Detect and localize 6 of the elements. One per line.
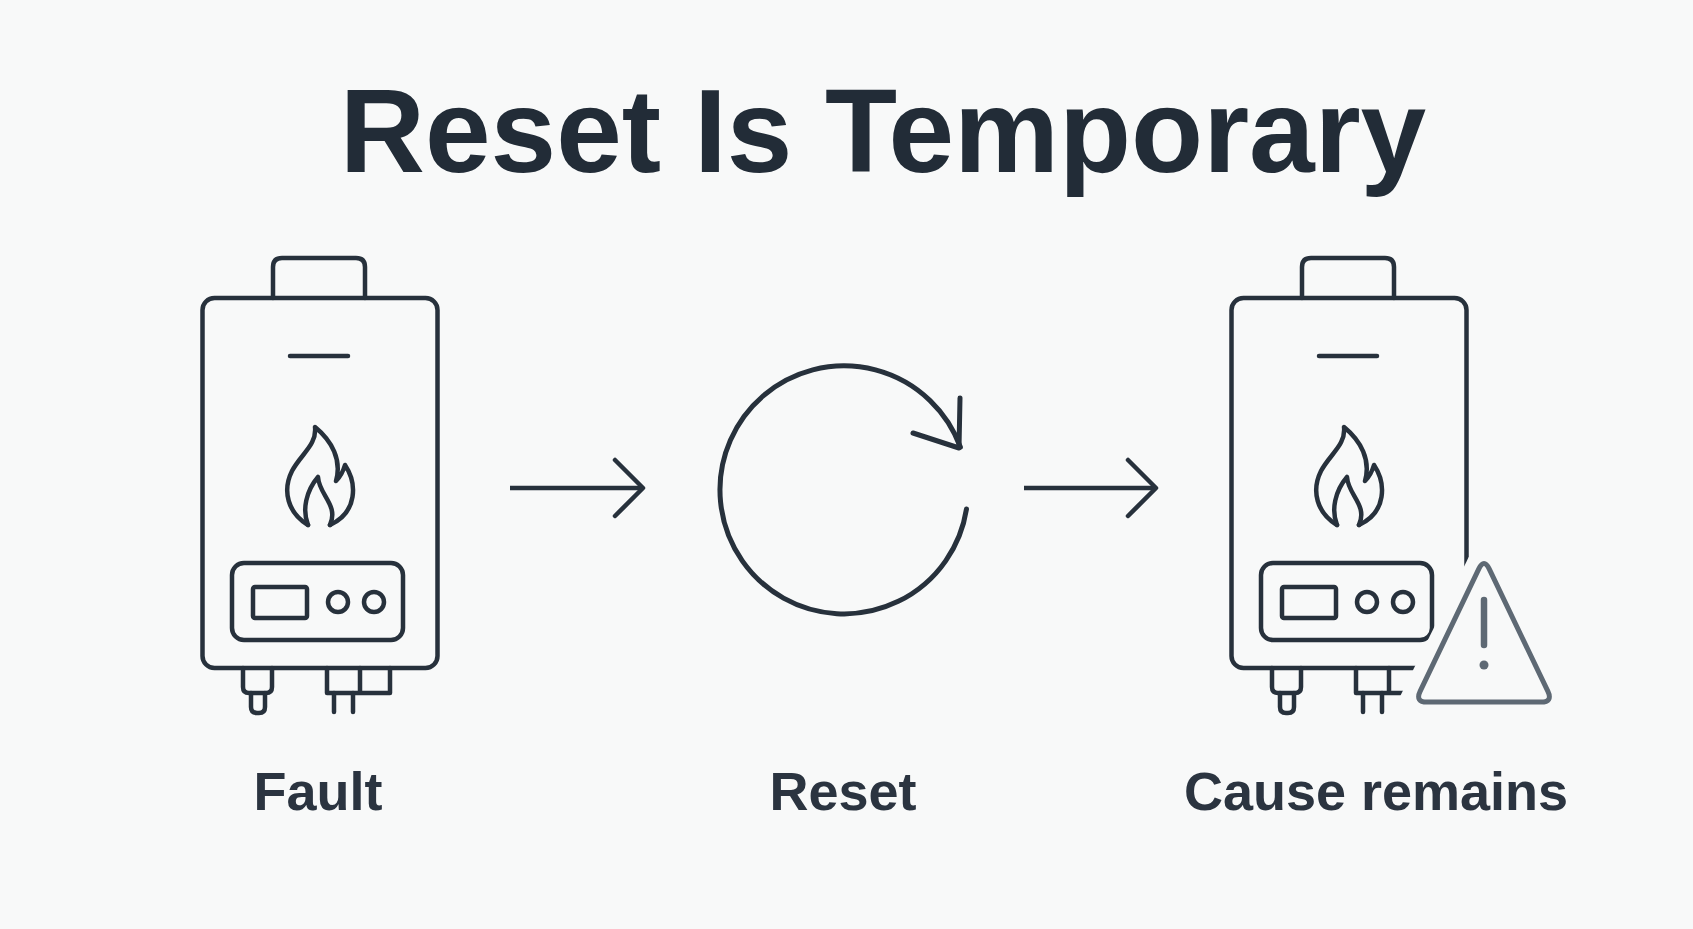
title: Reset Is Temporary <box>339 64 1427 199</box>
node-label: Cause remains <box>1183 760 1569 823</box>
arrow <box>1024 457 1159 519</box>
arrow <box>510 457 646 519</box>
node-label: Reset <box>769 760 917 823</box>
node-label: Fault <box>253 760 383 823</box>
